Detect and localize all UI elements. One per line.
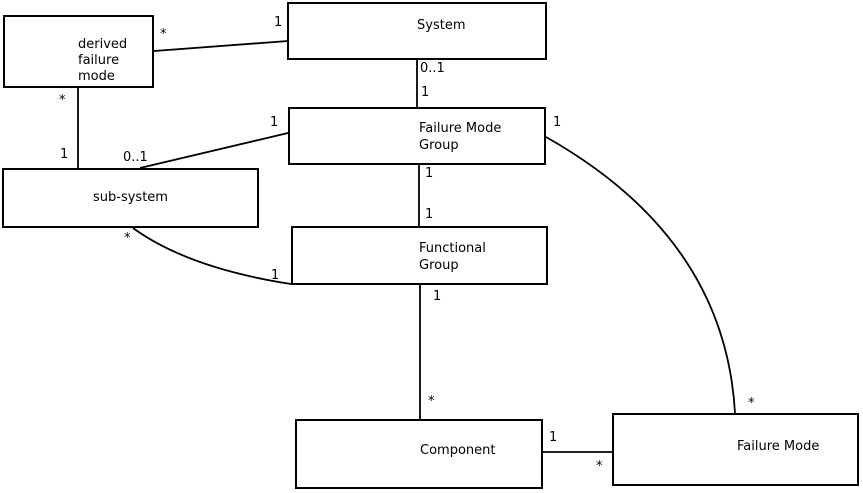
multiplicity-dfm-system-at-dfm: * xyxy=(160,27,167,42)
multiplicity-component-fm-at-component: 1 xyxy=(549,430,558,445)
node-system-label: System xyxy=(417,18,466,33)
edge-derived-failure-mode--system xyxy=(153,40,289,52)
node-sub-system: sub-system xyxy=(2,168,259,228)
node-functional-group: Functional Group xyxy=(291,226,548,285)
multiplicity-dfm-system-at-system: 1 xyxy=(274,15,283,30)
node-sub-system-label: sub-system xyxy=(93,190,168,205)
multiplicity-fmg-fg-at-fg: 1 xyxy=(425,207,434,222)
multiplicity-subsystem-fg-at-fg: 1 xyxy=(271,268,280,283)
edge-sub-system--functional-group xyxy=(132,227,292,285)
multiplicity-dfm-subsystem-at-subsystem: 1 xyxy=(60,147,69,162)
multiplicity-fg-component-at-component: * xyxy=(428,394,435,409)
node-component-label: Component xyxy=(420,443,496,458)
multiplicity-subsystem-fmg-at-subsystem: 0..1 xyxy=(123,150,148,165)
node-derived-failure-mode-label: derived failure mode xyxy=(78,37,128,84)
node-component: Component xyxy=(295,419,543,489)
node-failure-mode-label: Failure Mode xyxy=(737,439,820,454)
node-functional-group-label: Functional Group xyxy=(419,241,486,273)
node-failure-mode: Failure Mode xyxy=(612,413,859,486)
multiplicity-system-fmg-at-fmg: 1 xyxy=(421,85,430,100)
multiplicity-subsystem-fg-at-subsystem: * xyxy=(124,231,131,246)
node-system: System xyxy=(287,2,547,60)
multiplicity-fmg-fg-at-fmg: 1 xyxy=(425,166,434,181)
edge-failure-mode-group--failure-mode xyxy=(545,136,736,414)
node-failure-mode-group-label: Failure Mode Group xyxy=(419,121,502,153)
multiplicity-subsystem-fmg-at-fmg: 1 xyxy=(270,115,279,130)
node-failure-mode-group: Failure Mode Group xyxy=(288,107,546,165)
multiplicity-dfm-subsystem-at-dfm: * xyxy=(59,93,66,108)
multiplicity-component-fm-at-fm: * xyxy=(596,459,603,474)
multiplicity-fmg-fm-at-fmg: 1 xyxy=(553,115,562,130)
multiplicity-fg-component-at-fg: 1 xyxy=(433,289,442,304)
multiplicity-fmg-fm-at-fm: * xyxy=(748,396,755,411)
multiplicity-system-fmg-at-system: 0..1 xyxy=(420,61,445,76)
edge-sub-system--failure-mode-group xyxy=(139,132,289,169)
node-derived-failure-mode: derived failure mode xyxy=(3,15,154,88)
